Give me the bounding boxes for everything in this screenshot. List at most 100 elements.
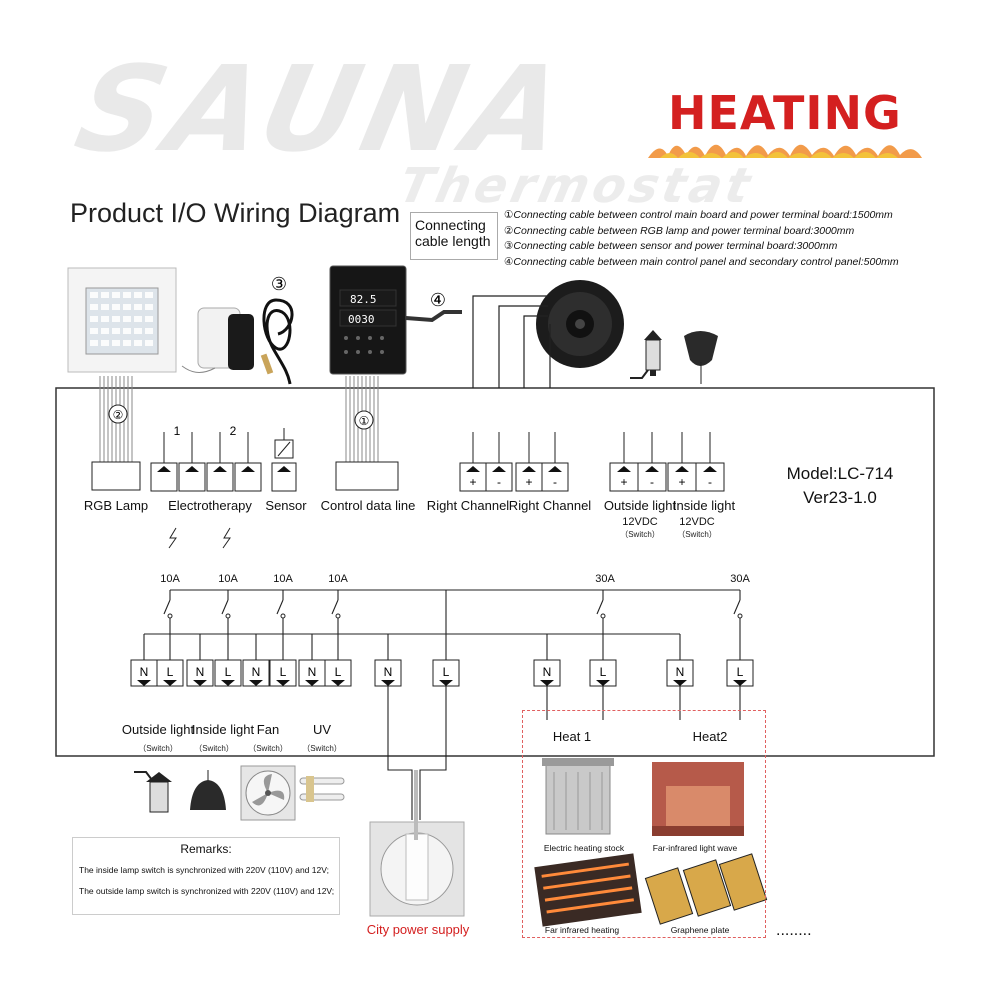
sensor-label: Sensor — [265, 498, 307, 513]
heating-logo: HEATING — [668, 86, 902, 140]
graphene-plate-caption: Graphene plate — [670, 925, 730, 935]
outside-light-voltage: 12VDC — [622, 516, 658, 528]
electro-channel-1: 1 — [174, 424, 181, 438]
inside-light-output-switch: （Switch） — [194, 744, 234, 753]
remarks-box: Remarks: The inside lamp switch is synch… — [72, 837, 340, 915]
uv-output-label: UV — [312, 722, 332, 737]
rc2-minus: - — [553, 475, 557, 489]
term-l-heat1: L — [600, 665, 607, 679]
sensor-terminal — [271, 428, 297, 492]
remarks-line-1: The inside lamp switch is synchronized w… — [79, 865, 329, 875]
inside-light-voltage: 12VDC — [679, 516, 715, 528]
inside-light-12v-label: Inside light — [672, 498, 736, 513]
panel-temp-display: 82.5 — [350, 293, 377, 306]
term-n-supply: N — [384, 665, 393, 679]
il-plus: + — [678, 475, 685, 489]
right-channel-label-1: Right Channel — [426, 498, 510, 513]
flame-decoration — [648, 144, 922, 158]
far-infrared-wave-caption: Far-infrared light wave — [652, 843, 738, 853]
inside-light-switch-note: （Switch） — [677, 530, 717, 539]
rc1-minus: - — [497, 475, 501, 489]
main-board-frame — [55, 387, 935, 757]
amp-inside-light: 10A — [218, 573, 238, 585]
marker-4: ④ — [430, 290, 446, 310]
diagram-title: Product I/O Wiring Diagram — [70, 198, 401, 228]
term-l-uv: L — [335, 665, 342, 679]
panel-time-display: 0030 — [348, 313, 375, 326]
outside-light-output-label: Outside light — [121, 722, 195, 737]
rc2-plus: + — [525, 475, 532, 489]
term-l-fan: L — [280, 665, 287, 679]
control-data-connector — [335, 461, 399, 491]
city-power-label: City power supply — [366, 922, 470, 937]
rc1-plus: + — [469, 475, 476, 489]
inside-light-output-label: Inside light — [191, 722, 255, 737]
inside-pendant-bottom-image — [190, 770, 226, 810]
electrotherapy-label: Electrotherapy — [168, 498, 252, 513]
rgb-connector — [91, 461, 141, 491]
rgb-lamp-image — [67, 267, 177, 373]
electro-channel-2: 2 — [230, 424, 237, 438]
right-channel-terminals — [459, 432, 569, 492]
far-infrared-heating-caption: Far infrared heating — [544, 925, 620, 935]
amp-outside-light: 10A — [160, 573, 180, 585]
power-bus-wiring — [143, 589, 741, 820]
ribbon-cables — [99, 376, 379, 462]
outside-light-12v-label: Outside light — [603, 498, 677, 513]
term-l-heat2: L — [737, 665, 744, 679]
right-channel-label-2: Right Channel — [508, 498, 592, 513]
heating-options-box — [522, 710, 766, 938]
electric-heater-image — [542, 758, 614, 835]
speaker-leads — [472, 295, 551, 388]
cable-note-3: ③Connecting cable between sensor and pow… — [504, 240, 838, 252]
heat1-label: Heat 1 — [552, 729, 592, 744]
model-version: Ver23-1.0 — [803, 488, 877, 507]
term-n-fan: N — [252, 665, 261, 679]
remarks-title: Remarks: — [180, 842, 232, 856]
outside-light-switch-note: （Switch） — [620, 530, 660, 539]
sensor-cable-image — [260, 298, 294, 385]
amp-heat1: 30A — [595, 573, 615, 585]
electric-heating-caption: Electric heating stock — [543, 843, 625, 853]
fan-output-switch: （Switch） — [248, 744, 288, 753]
outside-lantern-bottom-image — [134, 771, 172, 813]
term-l-inside: L — [225, 665, 232, 679]
electrotherapy-pads-image — [181, 307, 254, 373]
graphene-plate-image — [644, 853, 768, 925]
outside-light-output-switch: （Switch） — [138, 744, 178, 753]
rgb-lamp-label: RGB Lamp — [83, 498, 149, 513]
remarks-line-2: The outside lamp switch is synchronized … — [79, 886, 335, 896]
fan-image — [240, 765, 296, 821]
nl-terminal-blocks — [130, 659, 754, 687]
inside-pendant-lamp-image — [684, 331, 718, 384]
marker-3: ③ — [271, 274, 287, 294]
ol-plus: + — [620, 475, 627, 489]
control-data-line-label: Control data line — [320, 498, 416, 513]
fan-output-label: Fan — [256, 722, 280, 737]
amp-heat2: 30A — [730, 573, 750, 585]
marker-1-circle — [354, 410, 374, 430]
city-power-socket-image — [369, 770, 465, 917]
model-info: Model:LC-714 Ver23-1.0 — [780, 462, 900, 510]
amp-fan: 10A — [273, 573, 293, 585]
cable-note-4: ④Connecting cable between main control p… — [504, 256, 899, 268]
electrotherapy-terminals — [150, 432, 262, 549]
term-n-heat1: N — [543, 665, 552, 679]
more-options-ellipsis: ........ — [776, 922, 812, 939]
switch-contacts — [167, 613, 743, 619]
il-minus: - — [708, 475, 712, 489]
term-n-inside: N — [196, 665, 205, 679]
term-n-uv: N — [308, 665, 317, 679]
amp-uv: 10A — [328, 573, 348, 585]
marker-1: ① — [359, 414, 370, 428]
term-l-supply: L — [443, 665, 450, 679]
far-infrared-heating-tubes-image — [534, 853, 642, 927]
far-infrared-room-image — [652, 762, 744, 836]
marker-2: ② — [113, 408, 124, 422]
term-n-outside: N — [140, 665, 149, 679]
light-12vdc-terminals — [609, 432, 725, 492]
term-l-outside: L — [167, 665, 174, 679]
ol-minus: - — [650, 475, 654, 489]
marker-2-circle — [108, 404, 128, 424]
